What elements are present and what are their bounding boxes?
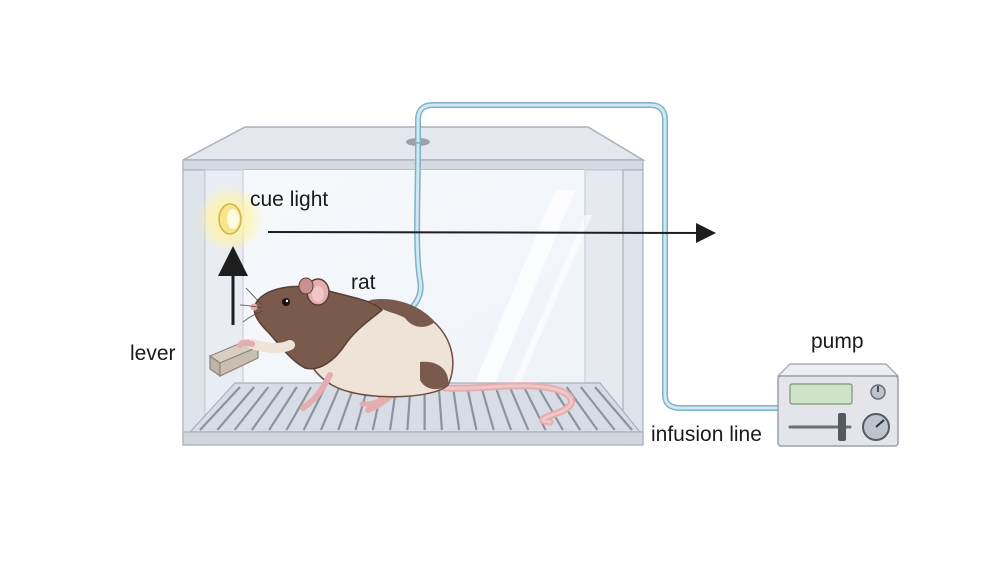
infusion-pump-icon — [778, 364, 898, 446]
pump-label: pump — [811, 330, 864, 354]
cue-light-label: cue light — [250, 188, 328, 212]
rat-label: rat — [351, 271, 376, 295]
lever-label: lever — [130, 342, 176, 366]
infusion-line-label: infusion line — [651, 423, 762, 447]
arrow-icon — [268, 232, 712, 233]
